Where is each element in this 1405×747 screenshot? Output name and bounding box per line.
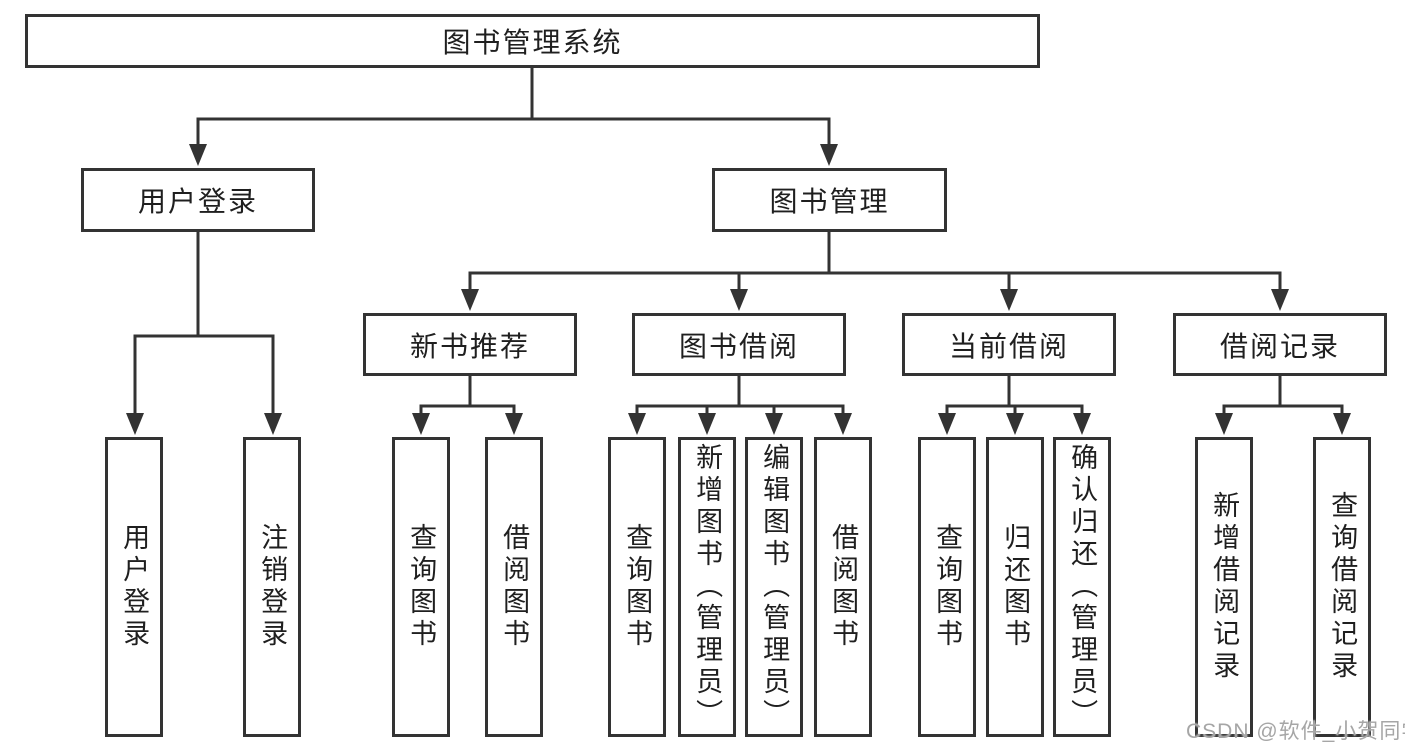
leaf-borrow-edit: 编辑图书（管理员） [745, 437, 803, 737]
leaf-current-return: 归还图书 [986, 437, 1044, 737]
leaf-record-query: 查询借阅记录 [1313, 437, 1371, 737]
arrowhead-icon [628, 413, 646, 435]
node-new-book-recommend: 新书推荐 [363, 313, 577, 376]
leaf-logout: 注销登录 [243, 437, 301, 737]
arrowhead-icon [1000, 289, 1018, 311]
leaf-borrow-add: 新增图书（管理员） [678, 437, 736, 737]
arrowhead-icon [730, 289, 748, 311]
arrowhead-icon [834, 413, 852, 435]
leaf-record-add: 新增借阅记录 [1195, 437, 1253, 737]
arrowhead-icon [1215, 413, 1233, 435]
leaf-current-query: 查询图书 [918, 437, 976, 737]
leaf-borrow-borrow: 借阅图书 [814, 437, 872, 737]
arrowhead-icon [1271, 289, 1289, 311]
node-current-borrow: 当前借阅 [902, 313, 1116, 376]
arrowhead-icon [1333, 413, 1351, 435]
node-root: 图书管理系统 [25, 14, 1040, 68]
arrowhead-icon [412, 413, 430, 435]
arrowhead-icon [461, 289, 479, 311]
node-user-login: 用户登录 [81, 168, 315, 232]
node-book-management: 图书管理 [712, 168, 947, 232]
leaf-current-confirm-return: 确认归还（管理员） [1053, 437, 1111, 737]
node-borrow-record: 借阅记录 [1173, 313, 1387, 376]
arrowhead-icon [505, 413, 523, 435]
arrowhead-icon [189, 144, 207, 166]
arrowhead-icon [264, 413, 282, 435]
arrowhead-icon [698, 413, 716, 435]
csdn-watermark: CSDN @软件_小贺同学 [1186, 720, 1405, 743]
arrowhead-icon [765, 413, 783, 435]
arrowhead-icon [938, 413, 956, 435]
node-book-borrow: 图书借阅 [632, 313, 846, 376]
leaf-newbook-query: 查询图书 [392, 437, 450, 737]
leaf-borrow-query: 查询图书 [608, 437, 666, 737]
arrowhead-icon [1073, 413, 1091, 435]
leaf-user-login: 用户登录 [105, 437, 163, 737]
leaf-newbook-borrow: 借阅图书 [485, 437, 543, 737]
arrowhead-icon [820, 144, 838, 166]
arrowhead-icon [1006, 413, 1024, 435]
arrowhead-icon [126, 413, 144, 435]
